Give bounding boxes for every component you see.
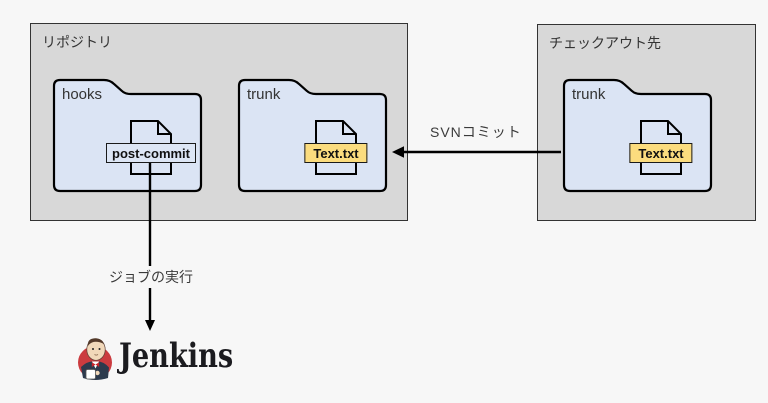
post-commit-file-label: post-commit — [106, 143, 196, 163]
folder-icon — [562, 78, 713, 193]
repo-trunk-folder: trunk Text.txt — [236, 76, 389, 194]
repo-text-file-label: Text.txt — [304, 143, 368, 163]
repository-box-label: リポジトリ — [42, 34, 112, 50]
jenkins-wordmark: Jenkins — [119, 336, 234, 376]
svn-commit-label: SVNコミット — [430, 124, 522, 140]
checkout-box-label: チェックアウト先 — [549, 35, 661, 51]
checkout-trunk-folder: trunk Text.txt — [561, 76, 714, 194]
checkout-text-file-label: Text.txt — [629, 143, 693, 163]
job-arrowhead — [145, 320, 155, 331]
repo-trunk-folder-label: trunk — [247, 86, 281, 103]
repository-box: リポジトリ hooks post-commit trunk Text.txt — [30, 23, 408, 221]
checkout-box: チェックアウト先 trunk Text.txt — [537, 24, 756, 221]
folder-icon — [52, 78, 203, 193]
hooks-folder-label: hooks — [62, 86, 103, 103]
hooks-folder: hooks post-commit — [51, 76, 204, 194]
folder-icon — [237, 78, 388, 193]
jenkins-logo-icon — [78, 338, 112, 380]
checkout-trunk-folder-label: trunk — [572, 86, 606, 103]
job-run-label: ジョブの実行 — [103, 266, 199, 288]
